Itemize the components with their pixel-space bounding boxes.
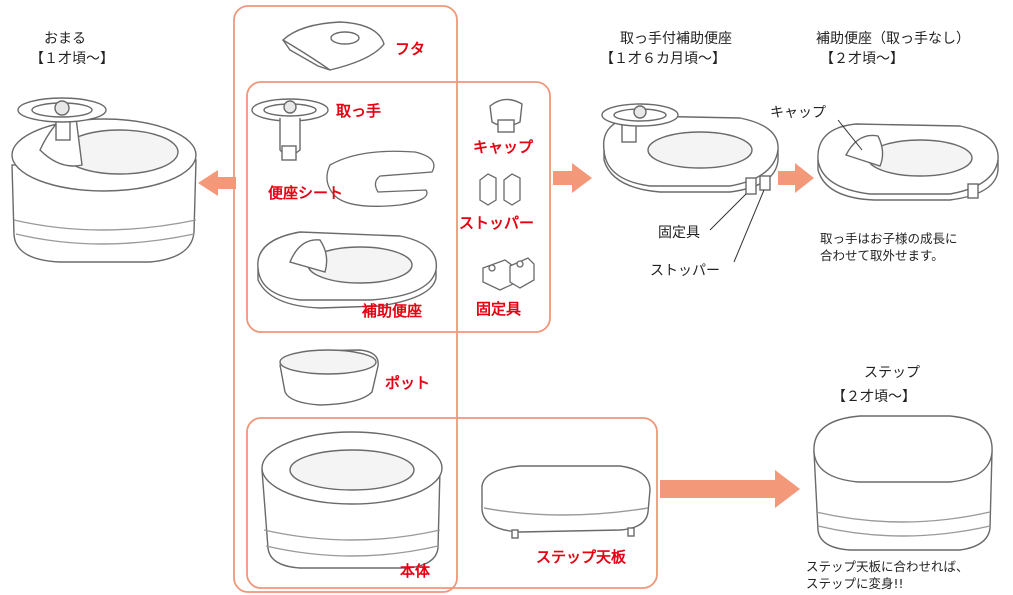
handle-seat-leader-lines bbox=[709, 189, 765, 263]
benza-seat-label: 便座シート bbox=[268, 184, 344, 202]
stopper-label: ストッパー bbox=[459, 214, 535, 232]
main-parts-frame bbox=[233, 5, 458, 593]
hojo-benza-illustration bbox=[257, 231, 438, 309]
arrow-to-omaru bbox=[198, 170, 236, 196]
arrow-to-handle-seat bbox=[553, 163, 592, 193]
step-title: ステップ bbox=[864, 365, 920, 381]
step-note-line1: ステップ天板に合わせれば、 bbox=[806, 559, 969, 574]
body-step-frame bbox=[246, 417, 658, 589]
step-tenban-illustration bbox=[481, 465, 651, 539]
futa-label: フタ bbox=[395, 40, 426, 58]
totte-label: 取っ手 bbox=[336, 102, 382, 120]
step-note-line2: ステップに変身!! bbox=[806, 576, 904, 591]
cap-label: キャップ bbox=[473, 138, 534, 156]
no-handle-note-line2: 合わせて取外せます。 bbox=[820, 248, 944, 263]
step-illustration bbox=[813, 415, 993, 551]
parts-frames bbox=[233, 5, 658, 593]
benza-seat-illustration bbox=[326, 150, 435, 207]
stopper-illustration bbox=[479, 173, 521, 206]
cap-illustration bbox=[489, 98, 523, 133]
arrow-to-no-handle-seat bbox=[778, 163, 814, 193]
handle-seat-age: 【１才６カ月頃〜】 bbox=[600, 51, 726, 67]
koteigu-label: 固定具 bbox=[476, 300, 522, 318]
no-handle-seat-illustration bbox=[817, 123, 999, 201]
omaru-age: 【１才頃〜】 bbox=[30, 51, 114, 67]
koteigu-illustration bbox=[482, 257, 535, 291]
omaru-illustration bbox=[11, 97, 197, 263]
totte-illustration bbox=[251, 98, 329, 161]
cap-leader-line bbox=[837, 119, 863, 151]
handle-seat-title: 取っ手付補助便座 bbox=[620, 31, 732, 47]
pot-label: ポット bbox=[385, 374, 431, 392]
arrows bbox=[198, 163, 814, 508]
no-handle-seat-age: 【２才頃〜】 bbox=[820, 51, 904, 67]
omaru-title: おまる bbox=[44, 31, 86, 47]
step-tenban-label: ステップ天板 bbox=[536, 548, 627, 566]
handle-seat-stopper-label: ストッパー bbox=[650, 263, 720, 279]
step-age: 【２才頃〜】 bbox=[832, 389, 916, 405]
hontai-illustration bbox=[261, 431, 443, 569]
seat-parts-frame bbox=[246, 81, 551, 333]
hojo-benza-label: 補助便座 bbox=[362, 302, 423, 320]
arrow-to-step bbox=[660, 470, 800, 508]
pot-illustration bbox=[279, 349, 379, 406]
no-handle-note-line1: 取っ手はお子様の成長に bbox=[820, 231, 958, 246]
no-handle-cap-label: キャップ bbox=[770, 105, 826, 121]
futa-illustration bbox=[281, 21, 385, 71]
handle-seat-illustration bbox=[601, 103, 779, 195]
hontai-label: 本体 bbox=[400, 562, 431, 580]
handle-seat-koteigu-label: 固定具 bbox=[658, 225, 700, 241]
no-handle-seat-title: 補助便座（取っ手なし） bbox=[816, 31, 970, 47]
